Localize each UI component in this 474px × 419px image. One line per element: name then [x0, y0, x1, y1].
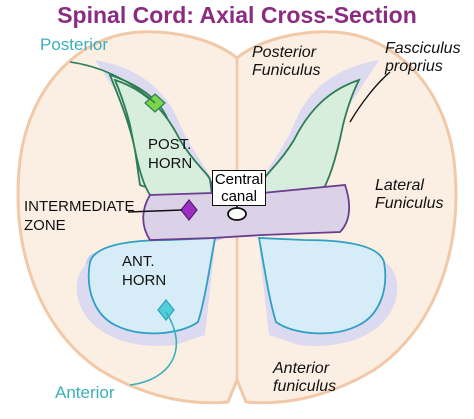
anterior-funiculus-line-2: funiculus — [273, 378, 337, 395]
lateral-funiculus-label: Lateral Funiculus — [375, 177, 443, 213]
ant-horn-line-1: ANT. — [122, 253, 155, 270]
fasciculus-proprius-label: Fasciculus proprius — [385, 40, 461, 76]
intermediate-zone-line-1: INTERMEDIATE — [24, 198, 135, 215]
posterior-funiculus-label: Posterior Funiculus — [252, 44, 320, 80]
intermediate-zone-label: INTERMEDIATE ZONE — [24, 197, 135, 235]
ant-horn-line-2: HORN — [122, 272, 167, 289]
posterior-label: Posterior — [40, 35, 109, 54]
intermediate-leader-line — [127, 209, 183, 213]
lateral-funiculus-line-2: Funiculus — [375, 195, 444, 212]
lateral-funiculus-line-1: Lateral — [375, 177, 424, 194]
fasciculus-leader-line — [349, 71, 391, 123]
posterior-funiculus-line-1: Posterior — [252, 44, 317, 61]
post-horn-label: POST. HORN — [148, 135, 192, 173]
fasciculus-proprius-line-2: proprius — [385, 58, 443, 75]
anterior-horn-left — [87, 237, 217, 335]
central-canal — [227, 207, 247, 221]
central-canal-line-1: Central — [214, 171, 264, 188]
post-horn-line-1: POST. — [148, 136, 192, 153]
intermediate-zone-line-2: ZONE — [24, 217, 66, 234]
anterior-marker-diamond — [157, 299, 175, 321]
posterior-horn-left-body — [113, 78, 214, 196]
intermediate-marker-diamond — [180, 199, 198, 221]
ant-horn-label: ANT. HORN — [122, 252, 166, 290]
fasciculus-proprius-line-1: Fasciculus — [385, 40, 461, 57]
page-title: Spinal Cord: Axial Cross-Section — [57, 2, 417, 28]
central-canal-line-2: canal — [221, 188, 257, 205]
post-horn-line-2: HORN — [148, 155, 193, 172]
posterior-funiculus-line-2: Funiculus — [252, 62, 321, 79]
intermediate-zone — [142, 181, 351, 241]
central-canal-label: Central canal — [212, 170, 266, 206]
anterior-leader-line — [129, 311, 178, 386]
anterior-horn-right — [257, 237, 387, 335]
posterior-leader-line — [69, 61, 156, 104]
anterior-label: Anterior — [55, 383, 115, 402]
anterior-funiculus-line-1: Anterior — [273, 360, 330, 377]
anterior-funiculus-label: Anterior funiculus — [273, 360, 336, 396]
